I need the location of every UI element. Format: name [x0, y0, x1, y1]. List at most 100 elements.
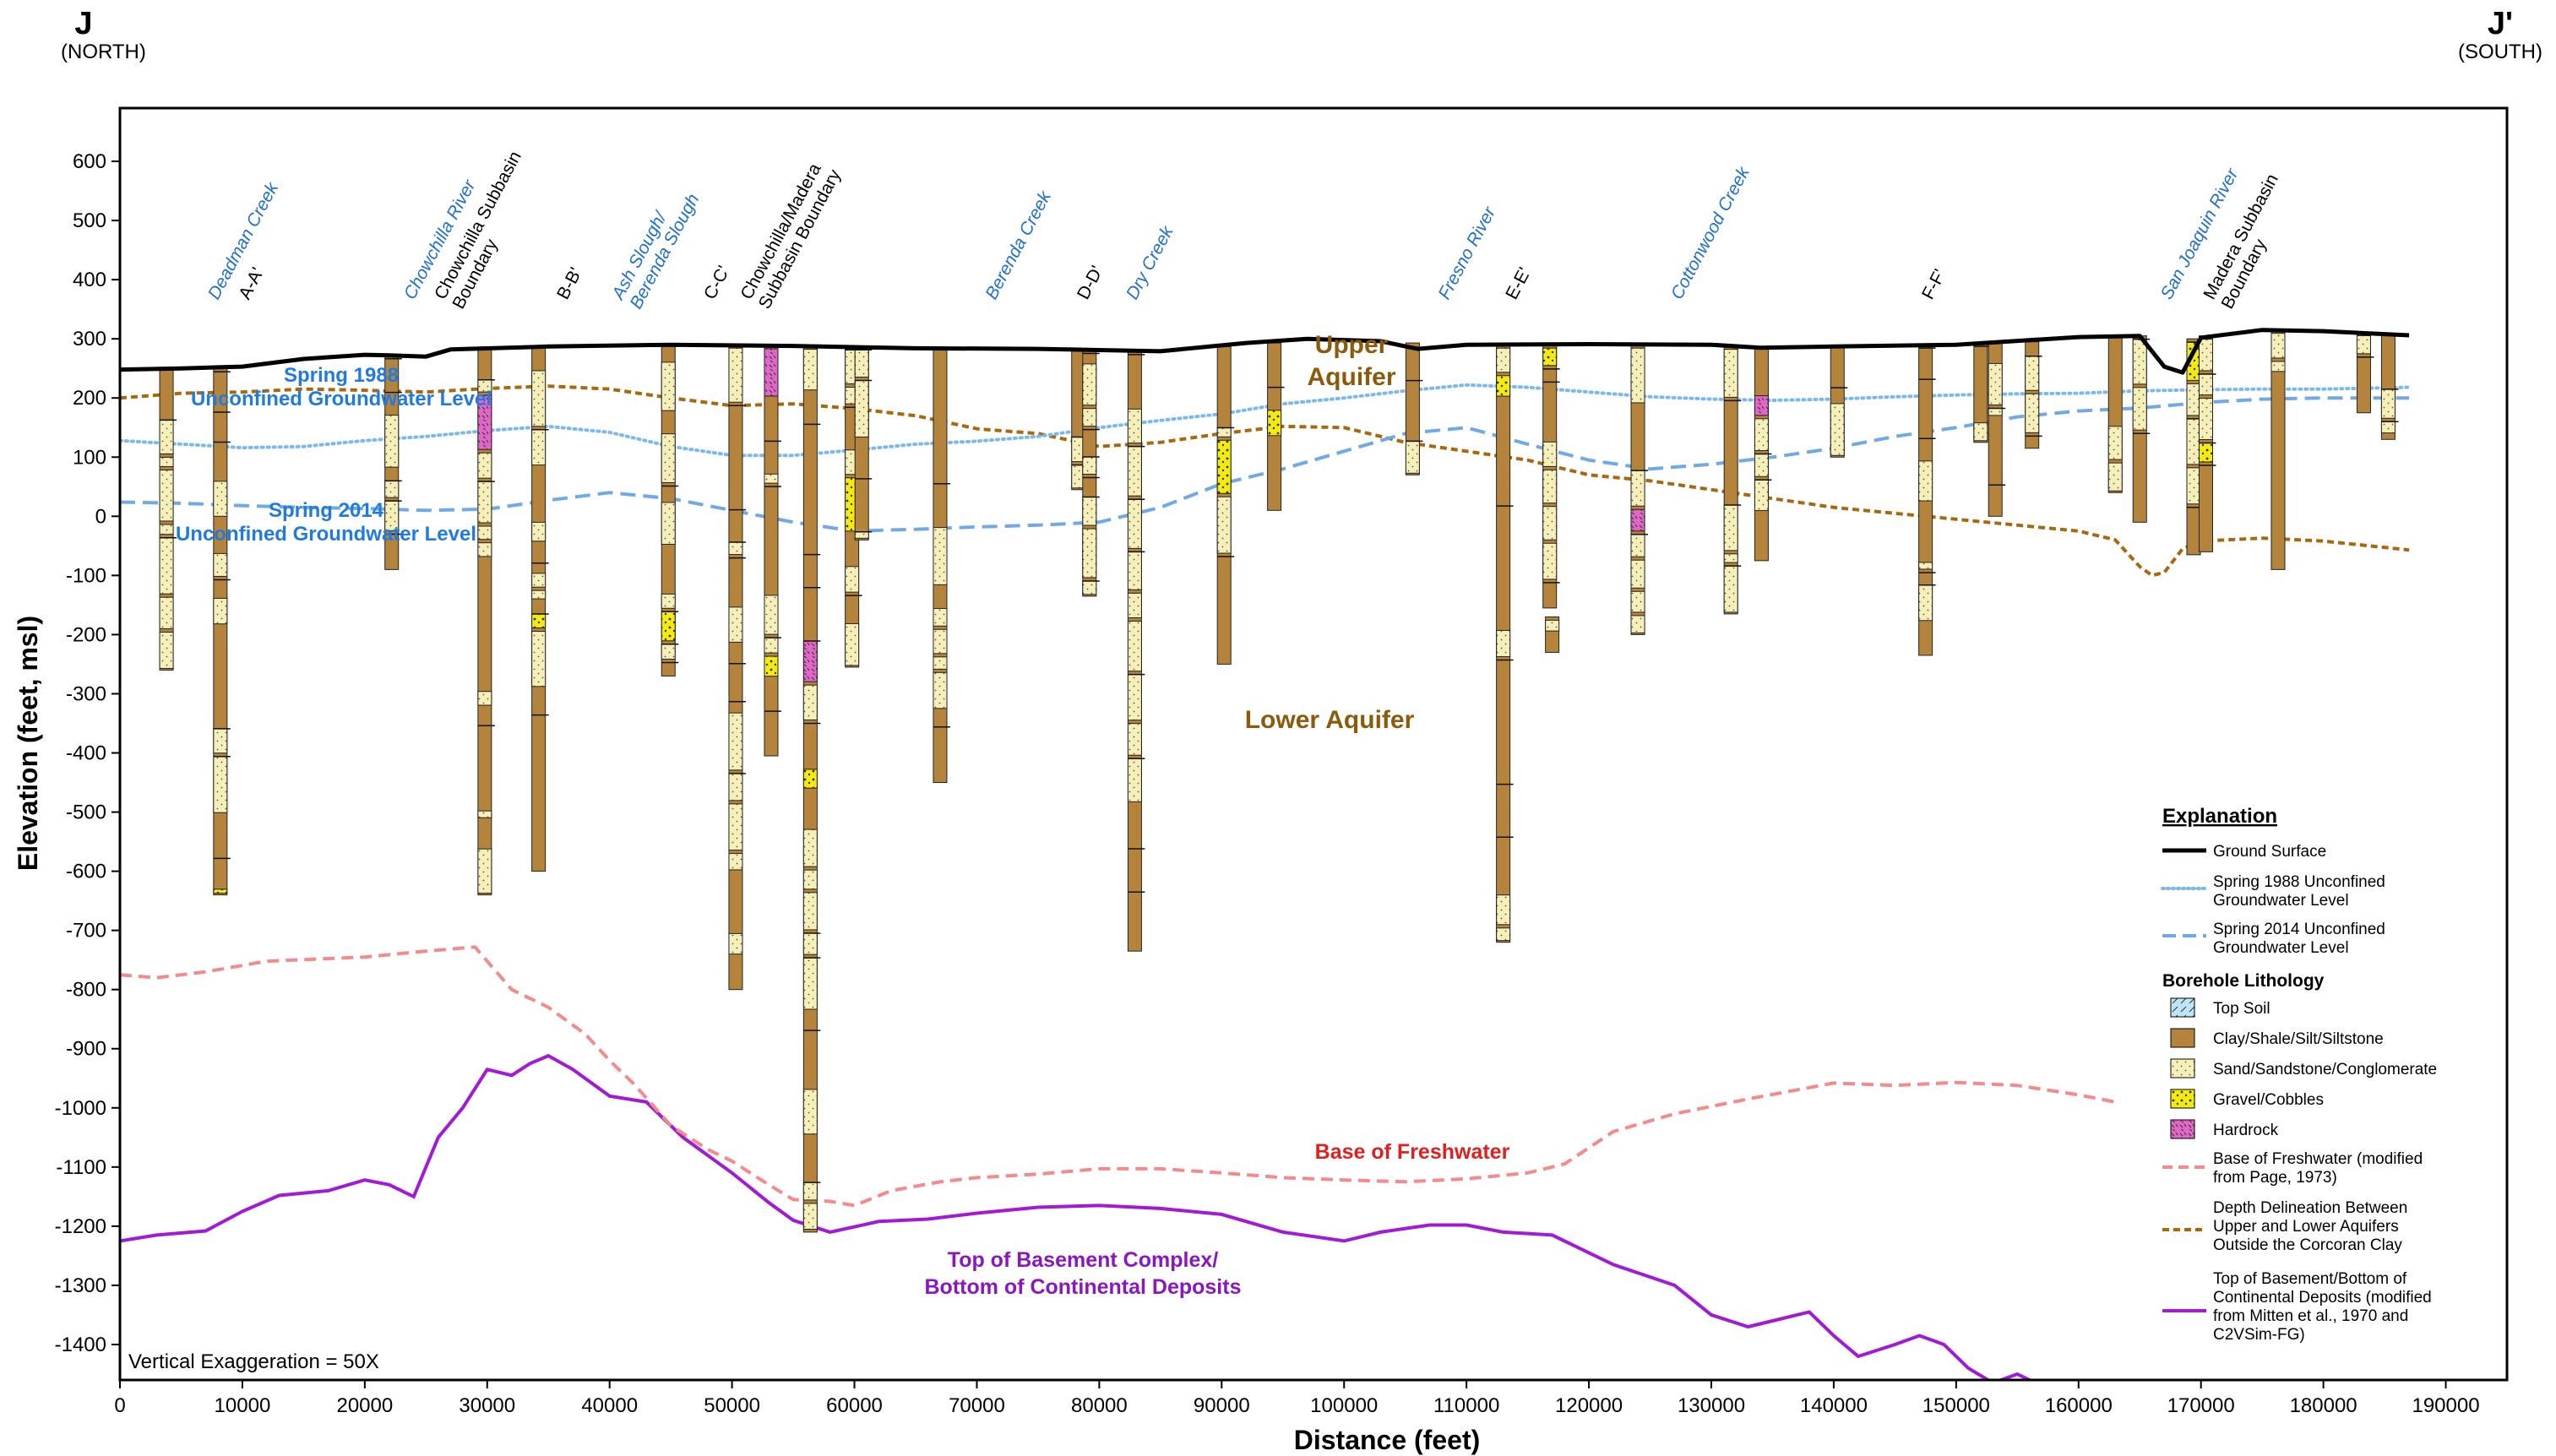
feature-label: Berenda Creek	[982, 187, 1055, 303]
borehole-layer	[1630, 470, 1645, 507]
borehole-layer	[477, 691, 492, 706]
borehole-layer	[213, 597, 228, 625]
borehole	[2270, 329, 2286, 570]
borehole	[1082, 349, 1100, 597]
borehole-layer	[1542, 347, 1558, 367]
borehole-layer	[661, 361, 676, 411]
borehole-layer	[1988, 362, 2003, 405]
borehole	[1542, 344, 1560, 609]
x-tick-label: 0	[114, 1394, 125, 1417]
feature-label-line: Cottonwood Creek	[1667, 163, 1754, 303]
y-tick-label: -300	[66, 682, 106, 705]
borehole-layer	[1216, 426, 1232, 437]
y-tick-label: -700	[66, 920, 106, 943]
lower-aquifer-label: Lower Aquifer	[1245, 706, 1415, 734]
borehole-layer	[531, 630, 547, 687]
borehole-layer	[477, 452, 492, 479]
legend-basement-label-line4: C2VSim-FG)	[2213, 1326, 2305, 1344]
borehole-layer	[2186, 383, 2201, 416]
feature-label: D-D'	[1074, 263, 1107, 302]
basement-line	[120, 1053, 2031, 1380]
borehole-layer	[1496, 629, 1511, 658]
borehole-layer	[159, 537, 174, 595]
feature-label: Cottonwood Creek	[1667, 163, 1754, 303]
borehole-layer	[1127, 758, 1142, 802]
borehole-layer	[1127, 723, 1142, 756]
borehole-layer	[384, 480, 400, 498]
borehole	[1127, 350, 1145, 952]
spring-1988-label-line1: Spring 1988	[284, 364, 399, 387]
legend-1988-label-line2: Groundwater Level	[2213, 892, 2349, 910]
borehole-layer	[159, 632, 174, 669]
borehole	[1267, 342, 1285, 511]
borehole-layer	[1630, 590, 1645, 613]
borehole-layer	[933, 671, 948, 709]
basement-label-line2: Bottom of Continental Deposits	[925, 1275, 1242, 1299]
borehole-layer	[728, 606, 743, 643]
x-tick-label: 100000	[1310, 1394, 1378, 1417]
y-tick-label: 0	[95, 505, 106, 528]
y-tick-label: 500	[73, 209, 106, 232]
borehole-layer	[1496, 347, 1511, 373]
borehole	[1723, 345, 1742, 615]
borehole-layer	[764, 473, 779, 484]
feature-label: Chowchilla/MaderaSubbasin Boundary	[737, 156, 846, 312]
borehole-layer	[1723, 504, 1738, 551]
borehole-layer	[2025, 393, 2040, 433]
borehole-layer	[764, 637, 779, 654]
borehole-layer	[1918, 460, 1933, 502]
x-tick-label: 90000	[1194, 1394, 1250, 1417]
x-tick-label: 10000	[215, 1394, 271, 1417]
borehole	[764, 345, 781, 757]
borehole-layer	[1082, 528, 1097, 579]
borehole	[1918, 344, 1936, 656]
borehole-clay-column	[764, 345, 779, 757]
borehole-layer	[1918, 562, 1933, 570]
feature-label: A-A'	[235, 264, 268, 302]
borehole-layer	[854, 380, 869, 437]
legend-gravel-swatch	[2170, 1089, 2195, 1109]
borehole-layer	[1630, 615, 1645, 633]
borehole-layer	[764, 348, 779, 397]
borehole-clay-column	[728, 344, 743, 991]
ground-surface-layer	[120, 328, 2410, 375]
borehole-layer	[1082, 580, 1097, 595]
legend: Explanation Ground Surface Spring 1988 U…	[2161, 805, 2437, 1344]
borehole-layer	[1973, 422, 1988, 442]
borehole	[213, 367, 231, 896]
borehole-layer	[1496, 927, 1511, 942]
borehole	[477, 349, 495, 896]
borehole-layer	[1267, 410, 1282, 437]
y-tick-label: -1000	[55, 1097, 106, 1120]
borehole-layer	[802, 829, 818, 867]
legend-topsoil-swatch	[2170, 997, 2195, 1018]
borehole-layer	[2186, 467, 2201, 505]
borehole	[1071, 349, 1089, 491]
borehole	[728, 344, 746, 991]
borehole-layer	[1542, 469, 1558, 504]
borehole-layer	[2198, 398, 2213, 441]
legend-1988-label-line1: Spring 1988 Unconfined	[2213, 873, 2385, 891]
borehole-layer	[728, 803, 743, 851]
spring-1988-line	[120, 383, 2412, 458]
legend-ground-label: Ground Surface	[2213, 843, 2326, 861]
borehole-layer	[213, 888, 228, 894]
borehole	[2198, 335, 2216, 552]
spring-2014-label-line2: Unconfined Groundwater Level	[176, 523, 476, 546]
borehole-layer	[1542, 506, 1558, 541]
feature-label-line: F-F'	[1918, 266, 1950, 302]
spring-2014-line	[120, 396, 2410, 533]
borehole-layer	[2107, 462, 2123, 492]
legend-basement-label-line1: Top of Basement/Bottom of	[2213, 1270, 2407, 1288]
borehole	[2025, 341, 2042, 449]
borehole-layer	[661, 593, 676, 609]
x-tick-label: 30000	[459, 1394, 515, 1417]
borehole-layer	[802, 932, 818, 955]
borehole	[531, 346, 549, 872]
borehole	[854, 345, 873, 541]
borehole-layer	[1830, 403, 1845, 456]
borehole-layer	[764, 595, 779, 635]
borehole-layer	[477, 542, 492, 557]
borehole-layer	[802, 640, 818, 682]
